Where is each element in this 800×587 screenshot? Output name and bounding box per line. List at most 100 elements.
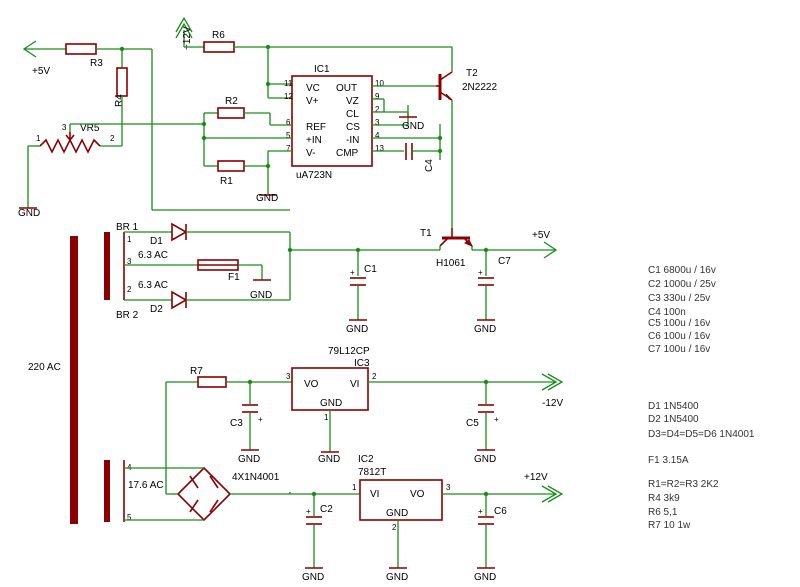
- ic1-body: [291, 75, 373, 167]
- gnd-label-ic3: GND: [318, 454, 340, 465]
- trafo-secondary-2: [104, 460, 110, 522]
- svg-text:VO: VO: [410, 489, 425, 500]
- ic3-part: 79L12CP: [328, 346, 370, 357]
- parts-list-item: C6 100u / 16v: [648, 331, 710, 342]
- c4-label: C4: [424, 159, 435, 172]
- vr5-potentiometer: [39, 132, 101, 154]
- svg-text:GND: GND: [386, 508, 408, 519]
- r6-resistor: [203, 41, 235, 53]
- trafo-sec3-label: 17.6 AC: [128, 480, 164, 491]
- svg-text:1: 1: [36, 134, 41, 143]
- plus5-right-label: +5V: [532, 230, 550, 241]
- r6-label: R6: [212, 30, 225, 41]
- ic2-ref: IC2: [358, 454, 374, 465]
- svg-text:9: 9: [375, 92, 380, 101]
- c2-capacitor: +: [306, 507, 322, 525]
- svg-text:3: 3: [127, 257, 132, 266]
- c1-capacitor: +: [350, 268, 366, 286]
- r7-label: R7: [190, 366, 203, 377]
- svg-text:10: 10: [375, 79, 384, 88]
- trafo-sec1-label: 6.3 AC: [138, 250, 168, 261]
- parts-list-item: C7 100u / 16v: [648, 344, 710, 355]
- svg-text:3: 3: [286, 372, 291, 381]
- parts-list: C1 6800u / 16v C2 1000u / 25v C3 330u / …: [648, 265, 755, 531]
- svg-text:7: 7: [286, 144, 291, 153]
- svg-text:2: 2: [110, 134, 115, 143]
- parts-list-item: R4 3k9: [648, 493, 680, 504]
- svg-text:3: 3: [375, 118, 380, 127]
- plus5-left-arrow: [22, 40, 66, 58]
- t1-part: H1061: [436, 258, 466, 269]
- svg-text:CL: CL: [346, 109, 359, 120]
- svg-text:2: 2: [375, 105, 380, 114]
- svg-text:11: 11: [284, 79, 293, 88]
- parts-list-item: D2 1N5400: [648, 414, 699, 425]
- c7-label: C7: [498, 256, 511, 267]
- svg-text:+: +: [478, 507, 483, 516]
- br2-label: BR 2: [116, 310, 139, 321]
- parts-list-item: C1 6800u / 16v: [648, 265, 716, 276]
- parts-list-item: R1=R2=R3 2K2: [648, 479, 719, 490]
- r7-resistor: [197, 376, 227, 388]
- r3-resistor: [65, 43, 97, 55]
- c7-capacitor: +: [478, 268, 494, 286]
- r3-label: R3: [90, 58, 103, 69]
- gnd-label-c5: GND: [474, 454, 496, 465]
- trafo-primary-label: 220 AC: [28, 362, 61, 373]
- bridge-rectifier: [176, 466, 232, 522]
- gnd-label-vr5: GND: [18, 208, 40, 219]
- svg-text:+: +: [350, 268, 355, 277]
- plus12-top-label: +12V: [182, 26, 193, 50]
- d2-diode: [171, 290, 188, 310]
- r1-label: R1: [220, 176, 233, 187]
- svg-text:6: 6: [286, 118, 291, 127]
- c5-capacitor: +: [478, 404, 499, 424]
- c6-capacitor: +: [478, 507, 494, 525]
- ic3-ref: IC3: [354, 358, 370, 369]
- r1-resistor: [217, 160, 245, 172]
- svg-text:1: 1: [352, 483, 357, 492]
- ic2-part: 7812T: [358, 467, 386, 478]
- svg-text:+: +: [478, 268, 483, 277]
- gnd-label-ic1-cl: GND: [402, 121, 424, 132]
- parts-list-item: C2 1000u / 25v: [648, 279, 716, 290]
- c6-label: C6: [494, 506, 507, 517]
- svg-text:OUT: OUT: [336, 83, 357, 94]
- c2-label: C2: [320, 504, 333, 515]
- d1-label: D1: [150, 236, 163, 247]
- r4-resistor: [116, 67, 128, 97]
- c1-label: C1: [364, 264, 377, 275]
- plus12-top-arrow: [175, 16, 193, 47]
- svg-text:2: 2: [392, 523, 397, 532]
- c5-label: C5: [466, 418, 479, 429]
- ic2-body: [359, 479, 443, 521]
- trafo-sec2-label: 6.3 AC: [138, 280, 168, 291]
- svg-text:CS: CS: [346, 122, 360, 133]
- parts-list-item: R7 10 1w: [648, 520, 691, 531]
- t1-ref: T1: [420, 228, 432, 239]
- svg-text:+: +: [306, 507, 311, 516]
- trafo-secondary-1: [104, 232, 110, 300]
- gnd-label-c3: GND: [238, 454, 260, 465]
- r2-resistor: [217, 107, 245, 119]
- ic1-ref: IC1: [314, 64, 330, 75]
- c4-capacitor: [405, 143, 413, 160]
- t2-part: 2N2222: [462, 82, 497, 93]
- parts-list-item: C3 330u / 25v: [648, 293, 710, 304]
- t1-transistor: [439, 228, 474, 247]
- parts-list-item: D1 1N5400: [648, 401, 699, 412]
- br1-label: BR 1: [116, 222, 139, 233]
- d2-label: D2: [150, 304, 163, 315]
- c3-label: C3: [230, 418, 243, 429]
- vr5-label: VR5: [80, 123, 100, 134]
- t2-ref: T2: [466, 68, 478, 79]
- svg-text:5: 5: [127, 513, 132, 522]
- svg-text:+: +: [258, 415, 263, 424]
- svg-text:VC: VC: [306, 83, 320, 94]
- svg-text:V-: V-: [306, 148, 315, 159]
- svg-text:3: 3: [446, 483, 451, 492]
- r4-label: R4: [114, 94, 125, 107]
- svg-text:-IN: -IN: [346, 135, 359, 146]
- svg-text:CMP: CMP: [336, 148, 359, 159]
